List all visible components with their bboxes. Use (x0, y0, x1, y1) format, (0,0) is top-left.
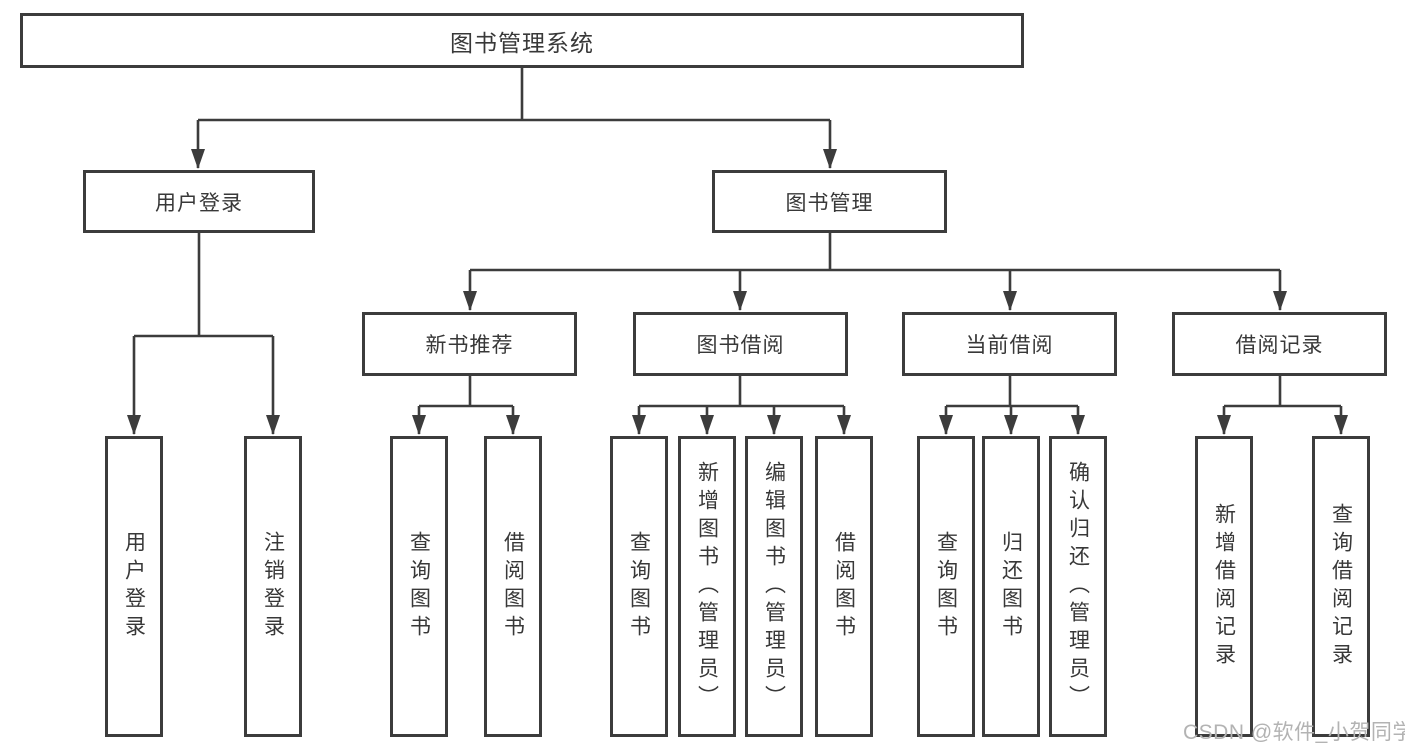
leaf-query-books-newbooks: 查询图书 (390, 436, 448, 737)
node-current-borrowing: 当前借阅 (902, 312, 1117, 376)
leaf-label: 查询图书 (934, 530, 958, 643)
leaf-borrow-books-newbooks: 借阅图书 (484, 436, 542, 737)
leaf-label: 查询图书 (627, 530, 651, 643)
node-new-book-recommendation: 新书推荐 (362, 312, 577, 376)
leaf-query-borrow-record: 查询借阅记录 (1312, 436, 1370, 737)
leaf-borrow-books-borrowing: 借阅图书 (815, 436, 873, 737)
leaf-label: 确认归还（管理员） (1066, 460, 1090, 713)
leaf-edit-book-admin: 编辑图书（管理员） (745, 436, 803, 737)
leaf-label: 新增图书（管理员） (695, 460, 719, 713)
leaf-label: 借阅图书 (501, 530, 525, 643)
leaf-logout: 注销登录 (244, 436, 302, 737)
leaf-label: 编辑图书（管理员） (762, 460, 786, 713)
leaf-label: 查询借阅记录 (1329, 502, 1353, 671)
leaf-label: 新增借阅记录 (1212, 502, 1236, 671)
leaf-confirm-return-admin: 确认归还（管理员） (1049, 436, 1107, 737)
leaf-add-book-admin: 新增图书（管理员） (678, 436, 736, 737)
node-book-borrowing: 图书借阅 (633, 312, 848, 376)
leaf-label: 查询图书 (407, 530, 431, 643)
leaf-label: 注销登录 (261, 530, 285, 643)
leaf-label: 借阅图书 (832, 530, 856, 643)
node-borrowing-records: 借阅记录 (1172, 312, 1387, 376)
csdn-watermark: CSDN @软件_小贺同学 (1183, 721, 1405, 744)
leaf-query-books-current: 查询图书 (917, 436, 975, 737)
leaf-user-login: 用户登录 (105, 436, 163, 737)
leaf-query-books-borrowing: 查询图书 (610, 436, 668, 737)
node-library-management-system: 图书管理系统 (20, 13, 1024, 68)
leaf-label: 归还图书 (999, 530, 1023, 643)
leaf-add-borrow-record: 新增借阅记录 (1195, 436, 1253, 737)
node-user-login: 用户登录 (83, 170, 315, 233)
leaf-label: 用户登录 (122, 530, 146, 643)
leaf-return-books: 归还图书 (982, 436, 1040, 737)
node-book-management: 图书管理 (712, 170, 947, 233)
